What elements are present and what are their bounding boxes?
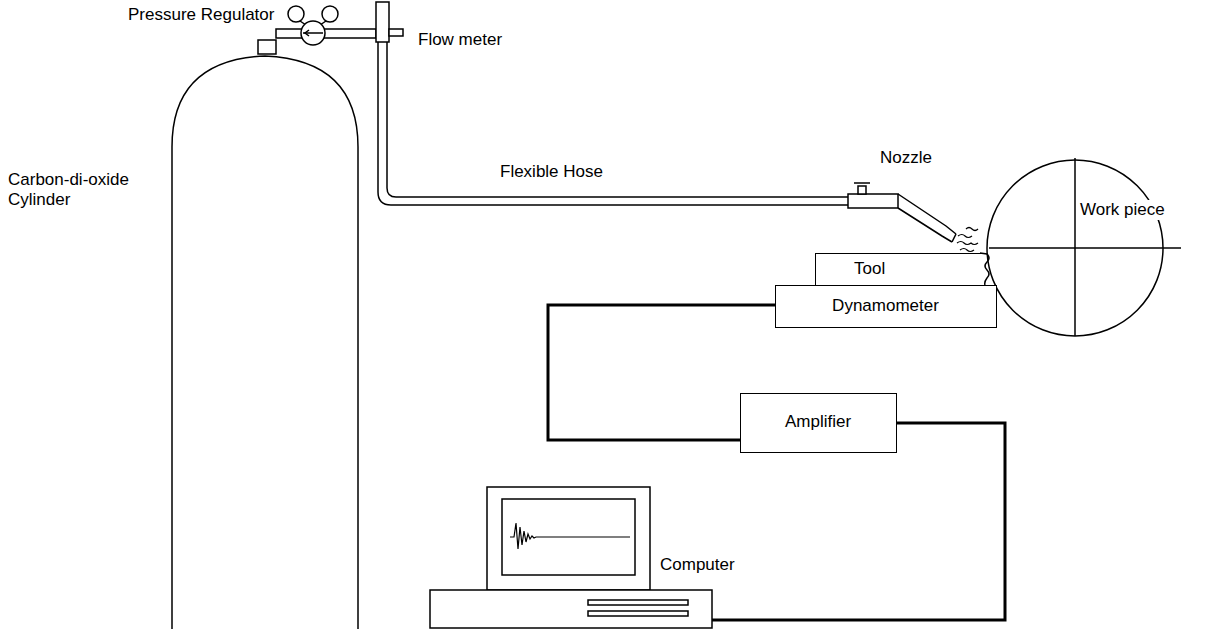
drive-slot xyxy=(588,611,688,616)
node-label: Computer xyxy=(660,555,735,575)
node-label: Amplifier xyxy=(785,412,851,432)
amplifier-box: Amplifier xyxy=(740,393,897,453)
gas-cylinder: Carbon-di-oxide Cylinder xyxy=(170,52,360,629)
cylinder-body xyxy=(172,56,358,629)
cutting-tool: Tool xyxy=(815,253,982,285)
cylinder-outline xyxy=(170,52,360,629)
regulator-pipe xyxy=(276,29,376,38)
node-label: Work piece xyxy=(1078,200,1167,220)
flexible-hose xyxy=(378,42,848,205)
coolant-spray xyxy=(957,228,978,252)
part-label: Pressure Regulator xyxy=(128,5,274,25)
pressure-regulator xyxy=(288,6,338,45)
cylinder-valve xyxy=(258,40,276,54)
center-line xyxy=(989,247,1181,249)
workpiece-outline xyxy=(985,158,1165,338)
part-label: Flexible Hose xyxy=(500,162,603,182)
flow-meter xyxy=(376,2,403,42)
node-label: Tool xyxy=(854,259,885,279)
nozzle xyxy=(848,183,956,242)
work-piece: Work piece xyxy=(985,158,1165,338)
part-label: Nozzle xyxy=(880,148,932,168)
node-label: Dynamometer xyxy=(832,296,939,316)
center-line xyxy=(1074,158,1076,336)
part-label: Flow meter xyxy=(418,30,502,50)
dynamometer-box: Dynamometer xyxy=(775,285,997,328)
computer: Computer xyxy=(430,487,712,629)
node-label: Carbon-di-oxide Cylinder xyxy=(8,170,148,211)
drive-slot xyxy=(588,600,688,605)
screen xyxy=(502,499,635,575)
computer-base xyxy=(430,590,712,628)
signal-trace xyxy=(510,523,630,549)
monitor xyxy=(487,487,650,590)
